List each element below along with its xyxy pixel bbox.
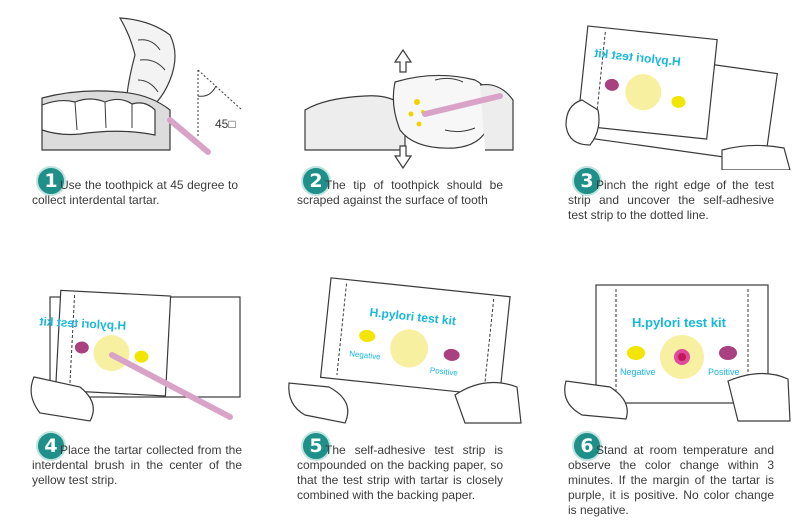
arrow-down-icon [393,145,413,170]
step-5-panel: H.pylori test kit Negative Positive 5 Th… [285,275,525,515]
step-6-badge: 6 [572,431,602,461]
step-4-panel: H.pylori test kit 4 Place the tartar col… [20,275,260,515]
reaction-pad [625,74,662,111]
angle-label: 45□ [215,117,236,131]
step-2-panel: 2 The tip of toothpick should be scraped… [285,10,525,250]
brush [109,352,233,420]
lower-teeth [41,98,156,136]
reaction-pad [390,329,429,368]
step-1-description: Use the toothpick at 45 degree to collec… [32,178,238,207]
positive-label: Positive [429,366,458,378]
step-5-description: The self-adhesive test strip is compound… [297,443,503,502]
arrow-up-icon [393,48,413,73]
step-2-description: The tip of toothpick should be scraped a… [297,178,503,207]
step-1-illustration: 45□ [41,17,243,155]
positive-label: Positive [708,367,740,377]
negative-label: Negative [349,349,382,361]
step-1-badge: 1 [36,166,66,196]
toothpick [167,117,211,155]
kit-title: H.pylori test kit [632,315,727,330]
step-1-panel: 45□ 1 Use the toothpick at 45 degree to … [20,10,260,250]
step-5-badge: 5 [301,431,331,461]
step-6-illustration: H.pylori test kit Negative Positive [564,284,791,422]
step-3-illustration: H.pylori test kit [565,25,791,170]
step-4-illustration: H.pylori test kit [30,289,241,422]
finger-left [30,376,94,422]
step-4-description: Place the tartar collected from the inte… [32,443,242,487]
step-3-panel: H.pylori test kit 3 Pinch the right edge… [552,10,792,250]
finger-left [565,99,600,146]
step-3-badge: 3 [572,166,602,196]
step-4-badge: 4 [36,431,66,461]
step-6-description: Stand at room temperature and observe th… [568,443,774,517]
step-2-badge: 2 [301,166,331,196]
step-2-illustration [304,48,514,170]
finger-right [721,144,791,170]
finger-right [727,372,791,422]
step-3-description: Pinch the right edge of the test strip a… [568,178,774,222]
finger-left [564,380,628,420]
toothpick [422,93,503,117]
finger-right [454,381,522,424]
kit-title-mirrored: H.pylori test kit [39,314,126,333]
finger-left [288,382,349,424]
tooth-left [304,95,406,151]
negative-label: Negative [620,367,656,377]
step-6-panel: H.pylori test kit Negative Positive 6 St… [552,275,792,517]
step-5-illustration: H.pylori test kit Negative Positive [288,277,522,424]
